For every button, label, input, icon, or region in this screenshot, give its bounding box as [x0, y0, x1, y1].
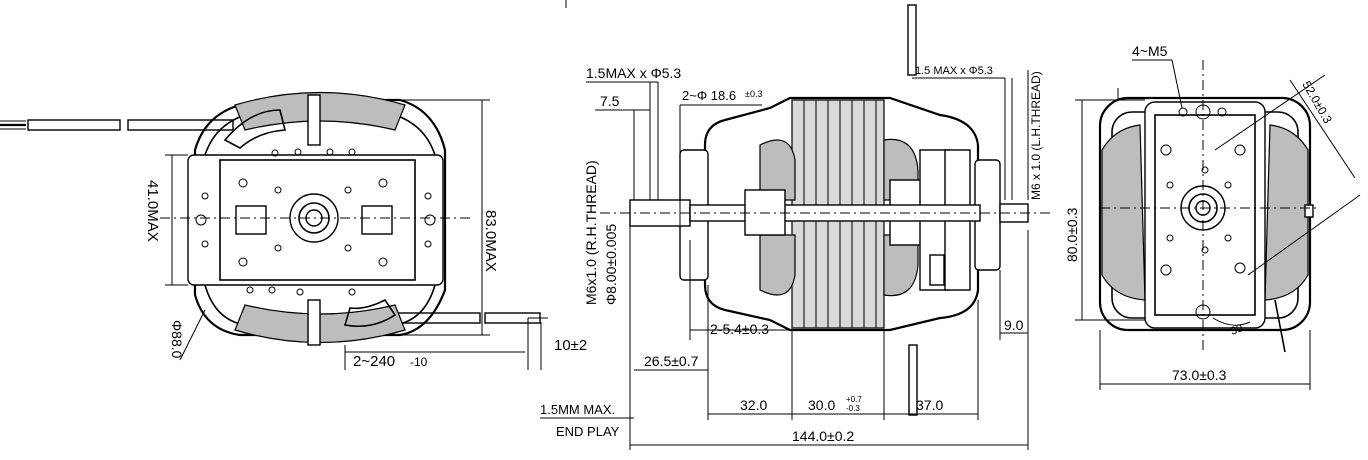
top-lead-wire: [907, 4, 917, 76]
dim-2-5-4: 2-5.4±0.3: [710, 321, 769, 337]
holes-label: 4~M5: [1132, 43, 1168, 59]
holes-left: 2~Φ 18.6: [682, 88, 736, 103]
dim-7-5: 7.5: [600, 93, 620, 109]
brush-holder-right: [361, 205, 393, 235]
dim-30-tol-dn: -0.3: [846, 404, 860, 413]
dim-lead-length: 2~240: [353, 353, 395, 370]
bracket-holes: [195, 148, 436, 296]
dim-strip: 10±2: [554, 337, 587, 354]
dim-30-tol-up: +0.7: [846, 395, 862, 404]
side-view: 1.5MAX x Φ5.3 7.5 2~Φ 18.6 ±0.3 M6x1.0 (…: [540, 0, 1050, 450]
terminal-bottom: [307, 299, 321, 346]
right-thread: M6 x 1.0 (L.H.THREAD): [1029, 71, 1043, 200]
coil-right: [1264, 124, 1309, 301]
lead-wire-2: [127, 119, 234, 131]
chamfer-left: 1.5MAX x Φ5.3: [586, 65, 681, 81]
dim-diameter: Φ88.0: [169, 320, 185, 359]
dim-30: 30.0: [808, 397, 835, 413]
coil-left: [1101, 124, 1146, 301]
chamfer-right: 1.5 MAX x Φ5.3: [915, 65, 993, 77]
left-thread: M6x1.0 (R.H.THREAD): [583, 160, 599, 305]
end-play-2: END PLAY: [556, 424, 620, 439]
dim-height-right: 80.0±0.3: [1064, 207, 1080, 262]
terminal-top: [307, 94, 321, 146]
holes-left-tol: ±0.3: [745, 89, 762, 99]
dim-37: 37.0: [916, 397, 943, 413]
left-end-view: 41.0MAX 83.0MAX Φ88.0 2~240 -10 10±2: [0, 91, 587, 370]
dim-height: 83.0MAX: [482, 210, 499, 272]
winding-left-bottom: [759, 234, 796, 296]
dim-angle: 30: [1229, 322, 1245, 337]
dim-stack: 41.0MAX: [144, 180, 161, 242]
dim-total: 144.0±0.2: [792, 428, 854, 444]
brush-spring: [929, 254, 945, 286]
brush-holder-left: [235, 205, 267, 235]
lead-wire-1: [27, 119, 121, 131]
dim-lead-tol: -10: [410, 355, 428, 369]
dim-width-right: 73.0±0.3: [1172, 367, 1227, 383]
dim-26-5: 26.5±0.7: [644, 353, 699, 369]
end-play-1: 1.5MM MAX.: [540, 402, 615, 417]
bottom-lead-wire: [908, 344, 918, 416]
winding-left-top: [759, 139, 796, 201]
dim-32: 32.0: [740, 397, 767, 413]
left-shaft-dia: Φ8.00±0.005: [603, 224, 619, 305]
dim-9-0: 9.0: [1004, 317, 1024, 333]
right-end-view: 4~M5 52.0±0.3 80.0±0.3 30 73.0±0.3: [1064, 43, 1361, 390]
